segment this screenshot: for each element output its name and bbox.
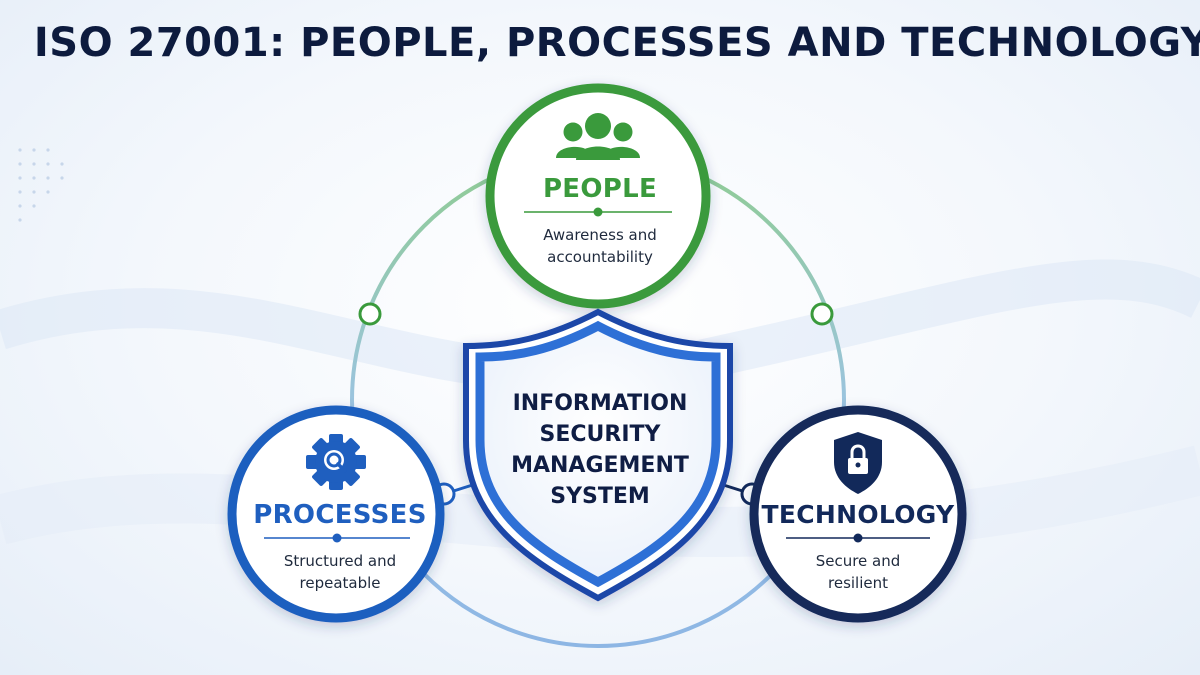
technology-divider-dot	[853, 533, 863, 543]
people-bubble	[485, 83, 711, 309]
processes-description: Structured and repeatable	[283, 552, 397, 592]
processes-bubble	[227, 405, 445, 623]
people-group-icon	[556, 113, 640, 160]
technology-bubble	[749, 405, 967, 623]
processes-label: PROCESSES	[253, 500, 427, 530]
technology-description: Secure and resilient	[815, 552, 901, 592]
shield-lock-icon	[834, 432, 882, 494]
people-description: Awareness and accountability	[543, 226, 657, 266]
people-divider-dot	[593, 207, 603, 217]
dot-pattern-decoration	[18, 148, 64, 222]
shield-icon	[463, 308, 733, 602]
ring-node	[810, 302, 834, 326]
page-title: ISO 27001: PEOPLE, PROCESSES AND TECHNOL…	[33, 20, 1200, 66]
ring-node	[358, 302, 382, 326]
processes-divider-dot	[332, 533, 342, 543]
isms-label: INFORMATION SECURITY MANAGEMENT SYSTEM	[511, 391, 689, 509]
people-label: PEOPLE	[542, 174, 658, 204]
gear-search-icon	[306, 434, 366, 490]
technology-label: TECHNOLOGY	[761, 500, 955, 529]
